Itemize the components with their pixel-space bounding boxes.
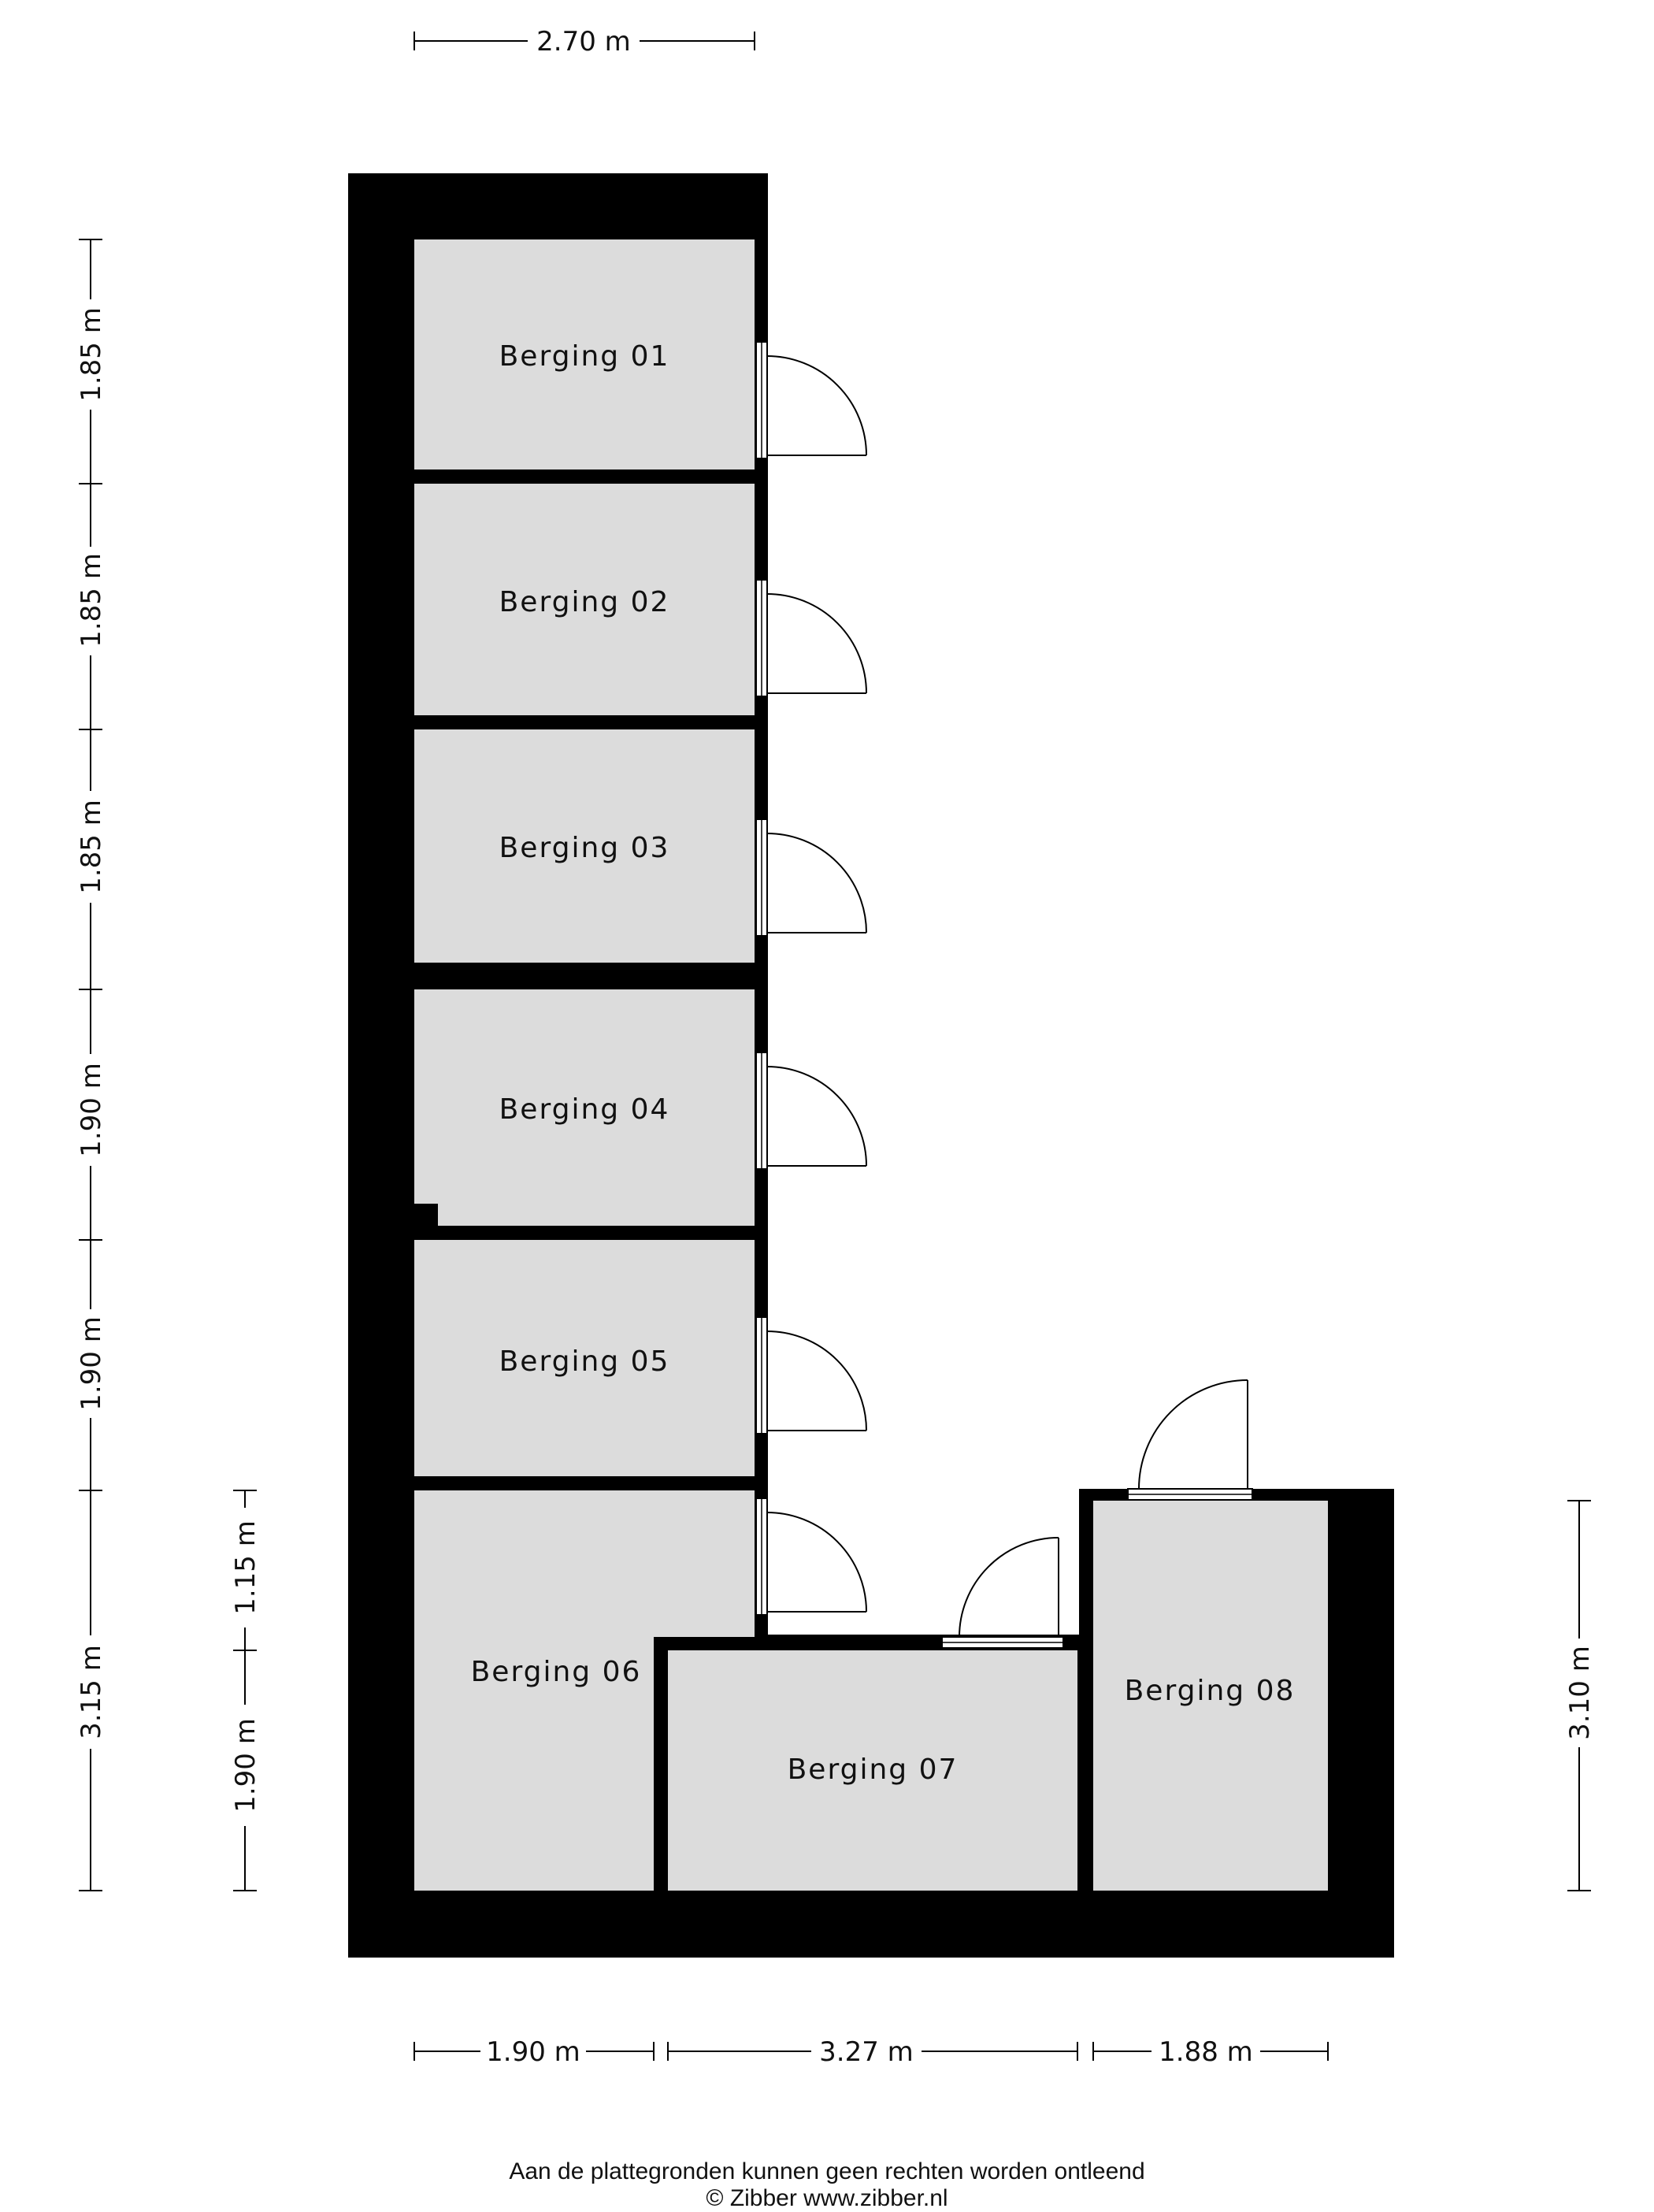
label-berging-04: Berging 04 bbox=[499, 1093, 670, 1126]
column bbox=[414, 1204, 438, 1227]
floor-berging-06 bbox=[414, 1490, 755, 1891]
door-berging-07[interactable] bbox=[959, 1537, 1059, 1638]
dim-left-4: 1.90 m bbox=[76, 1063, 107, 1157]
door-berging-08[interactable] bbox=[1138, 1379, 1248, 1490]
label-berging-07: Berging 07 bbox=[788, 1754, 959, 1786]
door-berging-03[interactable] bbox=[766, 833, 867, 933]
dimension-labels: 2.70 m 1.85 m 1.85 m 1.85 m 1.90 m 1.90 … bbox=[76, 26, 1596, 2068]
door-berging-05[interactable] bbox=[766, 1331, 867, 1431]
dimension-lines bbox=[79, 32, 1591, 2061]
dim-left-5: 1.90 m bbox=[76, 1316, 107, 1411]
floor-berging-01 bbox=[414, 239, 755, 469]
dim-left-1: 1.85 m bbox=[76, 307, 107, 402]
door-berging-02[interactable] bbox=[766, 593, 867, 694]
dim-left-2: 1.85 m bbox=[76, 553, 107, 648]
dim-left-6: 3.15 m bbox=[76, 1645, 107, 1739]
label-berging-02: Berging 02 bbox=[499, 586, 670, 618]
footer-disclaimer: Aan de plattegronden kunnen geen rechten… bbox=[509, 2158, 1145, 2184]
door-swings bbox=[766, 355, 1248, 1638]
door-berging-06[interactable] bbox=[766, 1512, 867, 1613]
floor-berging-04 bbox=[414, 989, 755, 1226]
dim-bottom-3: 1.88 m bbox=[1159, 2036, 1253, 2068]
footer-copyright: © Zibber www.zibber.nl bbox=[706, 2185, 948, 2211]
label-berging-03: Berging 03 bbox=[499, 832, 670, 864]
dim-inner-1: 1.15 m bbox=[230, 1520, 261, 1615]
dim-inner-2: 1.90 m bbox=[230, 1718, 261, 1813]
label-berging-06: Berging 06 bbox=[471, 1656, 642, 1688]
floor-berging-05 bbox=[414, 1240, 755, 1476]
dim-left-3: 1.85 m bbox=[76, 800, 107, 894]
dim-top-width: 2.70 m bbox=[536, 26, 631, 58]
label-berging-01: Berging 01 bbox=[499, 340, 670, 373]
label-berging-05: Berging 05 bbox=[499, 1345, 670, 1378]
floor-berging-03 bbox=[414, 729, 755, 963]
floor-berging-07 bbox=[668, 1650, 1077, 1891]
floor-berging-08 bbox=[1093, 1501, 1328, 1891]
room-floors bbox=[414, 239, 1328, 1891]
dim-bottom-1: 1.90 m bbox=[486, 2036, 580, 2068]
door-berging-01[interactable] bbox=[766, 355, 867, 456]
room-labels: Berging 01 Berging 02 Berging 03 Berging… bbox=[471, 340, 1296, 1786]
label-berging-08: Berging 08 bbox=[1125, 1675, 1296, 1707]
dim-right-height: 3.10 m bbox=[1564, 1646, 1596, 1740]
door-openings bbox=[755, 341, 1253, 1649]
dim-bottom-2: 3.27 m bbox=[819, 2036, 914, 2068]
floor-berging-02 bbox=[414, 484, 755, 715]
door-frames bbox=[761, 342, 1252, 1643]
door-berging-04[interactable] bbox=[766, 1066, 867, 1167]
